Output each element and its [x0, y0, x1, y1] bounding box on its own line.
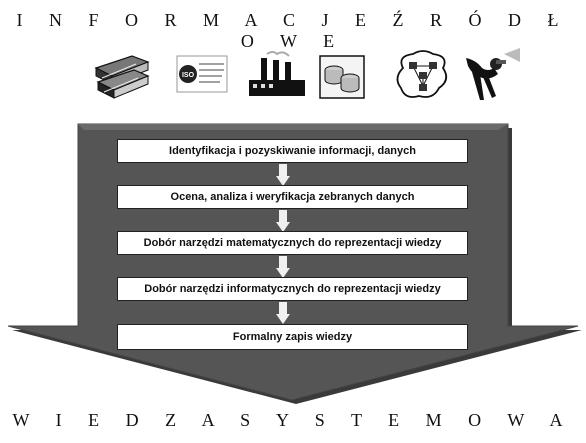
step-formal-record: Formalny zapis wiedzy: [117, 324, 468, 350]
down-arrow-icon: [276, 302, 290, 324]
source-icons-row: ISO: [0, 48, 586, 108]
system-knowledge-title: W I E D Z A S Y S T E M O W A: [12, 410, 574, 430]
database-icon: [318, 48, 366, 106]
source-info-title: I N F O R M A C J E Ź R Ó D Ł O W E: [16, 10, 570, 51]
svg-text:ISO: ISO: [182, 72, 195, 79]
down-arrow-icon: [276, 256, 290, 278]
down-arrow-icon: [276, 164, 290, 186]
step-math-tools: Dobór narzędzi matematycznych do repreze…: [117, 231, 468, 255]
down-arrow-icon: [276, 210, 290, 232]
step-identification: Identyfikacja i pozyskiwanie informacji,…: [117, 139, 468, 163]
step-it-tools: Dobór narzędzi informatycznych do reprez…: [117, 277, 468, 301]
iso-logo-icon: ISO: [176, 48, 228, 106]
step-evaluation: Ocena, analiza i weryfikacja zebranych d…: [117, 185, 468, 209]
books-icon: [92, 48, 152, 106]
telescope-person-icon: [460, 48, 520, 106]
factory-icon: [247, 48, 307, 106]
network-icon: [393, 48, 453, 106]
